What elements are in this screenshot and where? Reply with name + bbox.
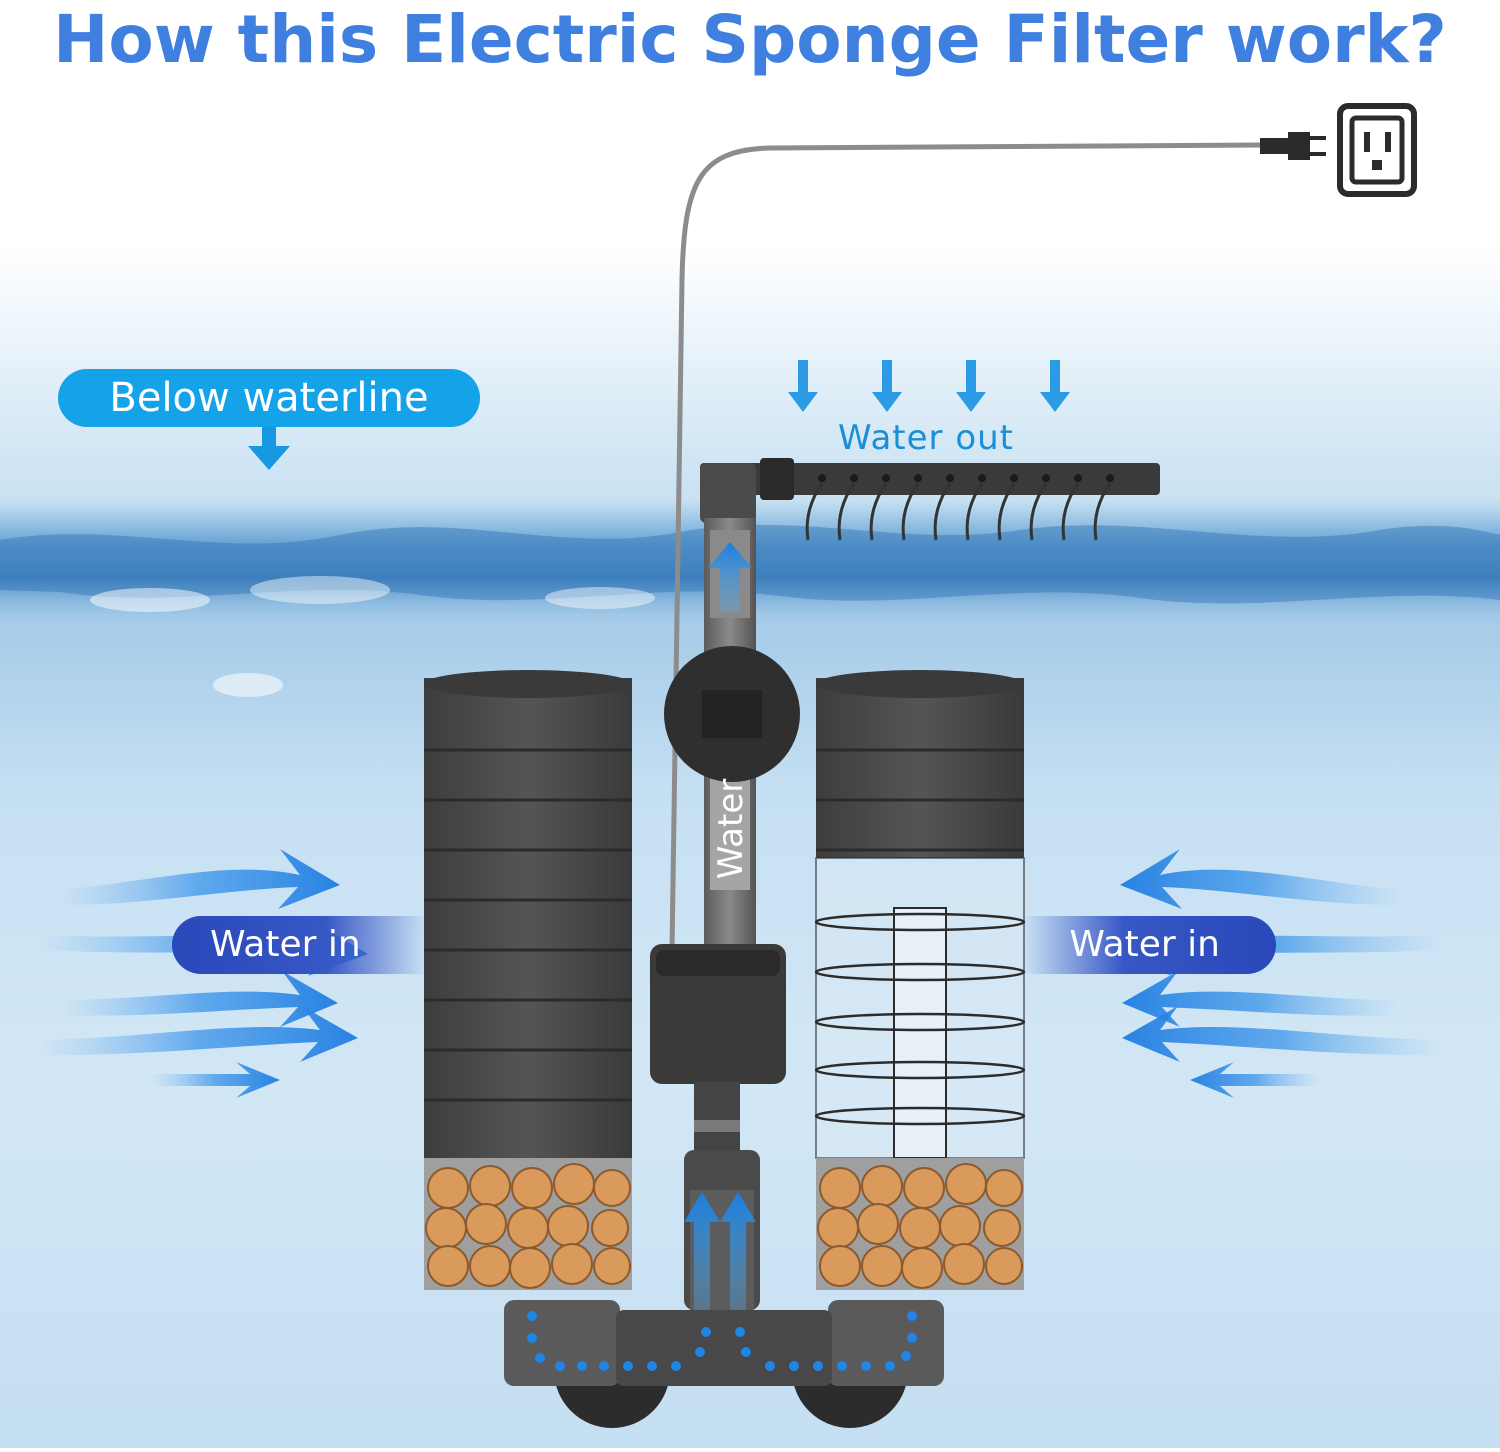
right-inflow-arrows <box>1112 849 1440 1098</box>
pump-motor <box>650 944 786 1152</box>
down-arrow-icon <box>1040 360 1070 412</box>
flow-arrow-icon <box>1122 971 1400 1027</box>
water-in-right-label: Water in <box>1022 916 1276 974</box>
up-arrow-icon <box>708 542 752 612</box>
flow-arrow-icon <box>40 1006 358 1062</box>
flow-arrow-icon <box>150 1062 280 1098</box>
power-cable <box>669 142 1263 951</box>
water-in-left-label: Water in <box>172 916 428 974</box>
down-arrow-icon <box>788 360 818 412</box>
left-sponge-filter <box>424 670 632 1290</box>
water-pipe-text: Water <box>711 778 751 880</box>
flow-arrow-icon <box>60 849 340 909</box>
flow-arrow-icon <box>1112 920 1440 976</box>
water-out-arrows <box>788 360 1070 412</box>
down-arrow-icon <box>956 360 986 412</box>
flow-arrow-icon <box>60 971 338 1027</box>
up-arrow-icon <box>720 1192 756 1310</box>
intake-pipe <box>684 1150 760 1310</box>
flow-arrow-icon <box>1190 1062 1320 1098</box>
below-waterline-label: Below waterline <box>58 369 480 427</box>
water-out-label: Water out <box>838 418 1014 458</box>
power-plug-icon <box>1260 132 1326 160</box>
wall-outlet-icon <box>1337 103 1417 197</box>
right-sponge-filter <box>814 670 1026 1290</box>
base-manifold <box>504 1300 944 1428</box>
up-arrow-icon <box>684 1192 720 1310</box>
down-arrow-icon <box>872 360 902 412</box>
spray-bar <box>700 458 1160 541</box>
page-title: How this Electric Sponge Filter work? <box>53 1 1447 78</box>
flow-arrow-icon <box>1120 849 1400 909</box>
flow-arrow-icon <box>1122 1006 1440 1062</box>
water-pipe-label: Water <box>706 770 756 888</box>
down-arrow-icon <box>248 426 290 470</box>
